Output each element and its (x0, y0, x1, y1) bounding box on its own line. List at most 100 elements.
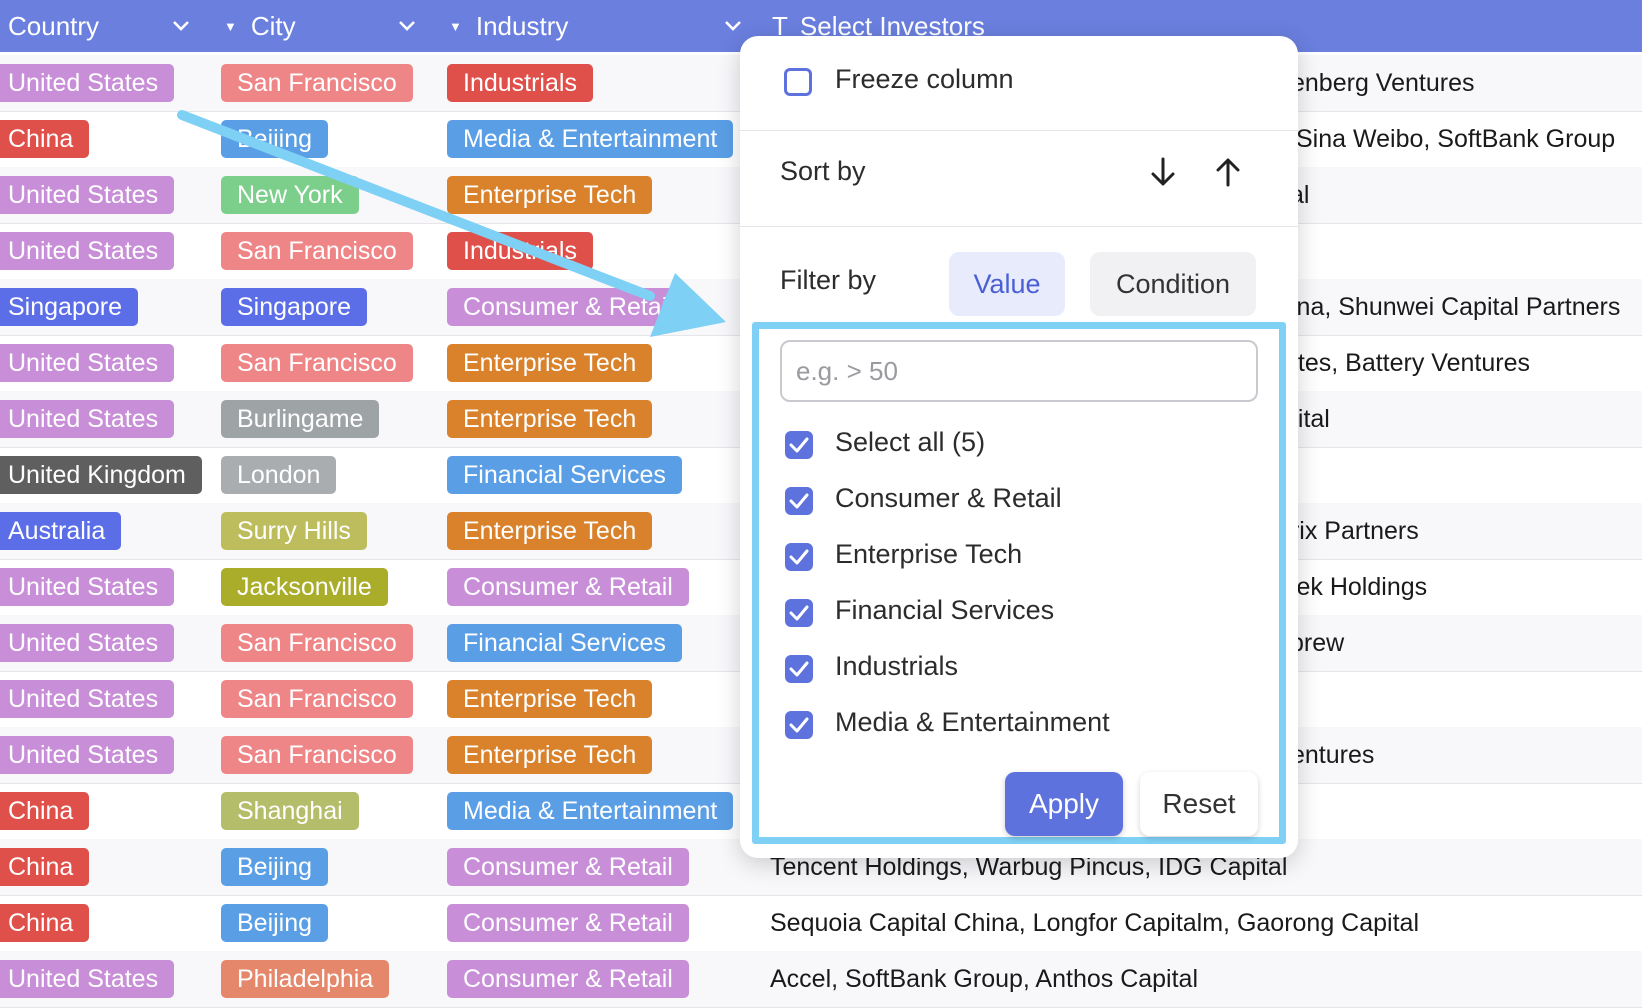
city-tag: New York (221, 176, 359, 214)
industry-tag: Industrials (447, 232, 593, 270)
industry-tag: Media & Entertainment (447, 792, 734, 830)
value-tab[interactable]: Value (949, 252, 1065, 316)
industry-tag: Consumer & Retail (447, 848, 689, 886)
text-type-icon: T (772, 10, 788, 41)
industry-column-header[interactable]: ▼ Industry (449, 0, 568, 52)
investors-cell: prew (1290, 629, 1345, 657)
filter-search-input[interactable] (780, 340, 1258, 402)
country-tag: United States (0, 400, 175, 438)
option-label[interactable]: Industrials (835, 651, 959, 681)
reset-button[interactable]: Reset (1140, 772, 1258, 836)
country-tag: United States (0, 568, 175, 606)
check-icon (789, 717, 809, 733)
chevron-down-icon[interactable] (172, 19, 190, 33)
city-tag: Beijing (221, 904, 329, 942)
city-tag: San Francisco (221, 736, 413, 774)
industry-tag: Enterprise Tech (447, 400, 653, 438)
country-tag: Singapore (0, 288, 138, 326)
investors-column-header[interactable]: T Select Investors (772, 0, 985, 52)
sort-ascending-icon[interactable] (1213, 156, 1243, 188)
industry-tag: Consumer & Retail (447, 288, 689, 326)
caret-down-icon: ▼ (224, 18, 237, 34)
city-tag: Surry Hills (221, 512, 367, 550)
industry-tag: Consumer & Retail (447, 960, 689, 998)
city-header-label: City (250, 10, 296, 41)
option-label[interactable]: Media & Entertainment (835, 707, 1110, 737)
divider (740, 130, 1298, 131)
industry-tag: Consumer & Retail (447, 568, 689, 606)
check-icon (789, 661, 809, 677)
country-tag: United States (0, 344, 175, 382)
industry-tag: Enterprise Tech (447, 344, 653, 382)
investors-cell: Accel, SoftBank Group, Anthos Capital (770, 965, 1199, 993)
chevron-down-icon[interactable] (398, 19, 416, 33)
industry-tag: Consumer & Retail (447, 904, 689, 942)
freeze-column-label[interactable]: Freeze column (835, 64, 1014, 94)
table-row[interactable]: United States Jacksonville Consumer & Reta… (0, 559, 1642, 616)
city-tag: Singapore (221, 288, 367, 326)
divider (740, 226, 1298, 227)
industry-tag: Enterprise Tech (447, 176, 653, 214)
country-tag: United States (0, 680, 175, 718)
city-tag: Beijing (221, 120, 329, 158)
sort-descending-icon[interactable] (1148, 156, 1178, 188)
freeze-column-checkbox[interactable] (784, 68, 812, 96)
industry-tag: Media & Entertainment (447, 120, 734, 158)
city-tag: Beijing (221, 848, 329, 886)
option-label[interactable]: Enterprise Tech (835, 539, 1023, 569)
city-tag: San Francisco (221, 232, 413, 270)
option-checkbox[interactable] (785, 431, 813, 459)
city-column-header[interactable]: ▼ City (224, 0, 296, 52)
investors-header-label: Select Investors (799, 10, 985, 41)
country-tag: China (0, 904, 90, 942)
city-tag: San Francisco (221, 680, 413, 718)
country-tag: China (0, 792, 90, 830)
option-label[interactable]: Financial Services (835, 595, 1055, 625)
city-tag: Philadelphia (221, 960, 390, 998)
city-tag: Burlingame (221, 400, 380, 438)
apply-button[interactable]: Apply (1005, 772, 1123, 836)
check-icon (789, 493, 809, 509)
country-column-header[interactable]: Country (8, 0, 99, 52)
option-checkbox[interactable] (785, 543, 813, 571)
condition-tab[interactable]: Condition (1090, 252, 1256, 316)
chevron-down-icon[interactable] (724, 19, 742, 33)
option-checkbox[interactable] (785, 711, 813, 739)
caret-down-icon: ▼ (449, 18, 462, 34)
option-checkbox[interactable] (785, 487, 813, 515)
option-label[interactable]: Select all (5) (835, 427, 986, 457)
investors-cell: entures (1291, 741, 1375, 769)
investors-cell: sek Holdings (1284, 573, 1428, 601)
country-tag: United States (0, 624, 175, 662)
investors-cell: enberg Ventures (1291, 69, 1475, 97)
industry-tag: Enterprise Tech (447, 680, 653, 718)
option-checkbox[interactable] (785, 599, 813, 627)
investors-cell: ina, Shunwei Capital Partners (1291, 293, 1621, 321)
investors-cell: Sequoia Capital China, Longfor Capitalm,… (770, 909, 1419, 937)
industry-tag: Financial Services (447, 456, 682, 494)
city-tag: Jacksonville (221, 568, 388, 606)
column-menu-panel: Freeze column Sort by Filter by Value Co… (740, 36, 1298, 858)
option-label[interactable]: Consumer & Retail (835, 483, 1062, 513)
country-header-label: Country (8, 10, 100, 41)
option-checkbox[interactable] (785, 655, 813, 683)
table-row[interactable]: United States San Francisco Enterprise Tec… (0, 335, 1642, 392)
table-row[interactable]: China Beijing Consumer & Retail Sequoia Cap… (0, 895, 1642, 952)
city-tag: London (221, 456, 337, 494)
check-icon (789, 549, 809, 565)
sort-by-label: Sort by (780, 156, 866, 186)
filter-by-label: Filter by (780, 265, 877, 295)
country-tag: Australia (0, 512, 122, 550)
investors-cell: Sina Weibo, SoftBank Group (1296, 125, 1616, 153)
country-tag: United States (0, 176, 175, 214)
country-tag: United States (0, 232, 175, 270)
city-tag: San Francisco (221, 624, 413, 662)
industry-tag: Enterprise Tech (447, 736, 653, 774)
city-tag: San Francisco (221, 344, 413, 382)
industry-tag: Financial Services (447, 624, 682, 662)
check-icon (789, 437, 809, 453)
investors-cell: trix Partners (1284, 517, 1419, 545)
country-tag: China (0, 848, 90, 886)
